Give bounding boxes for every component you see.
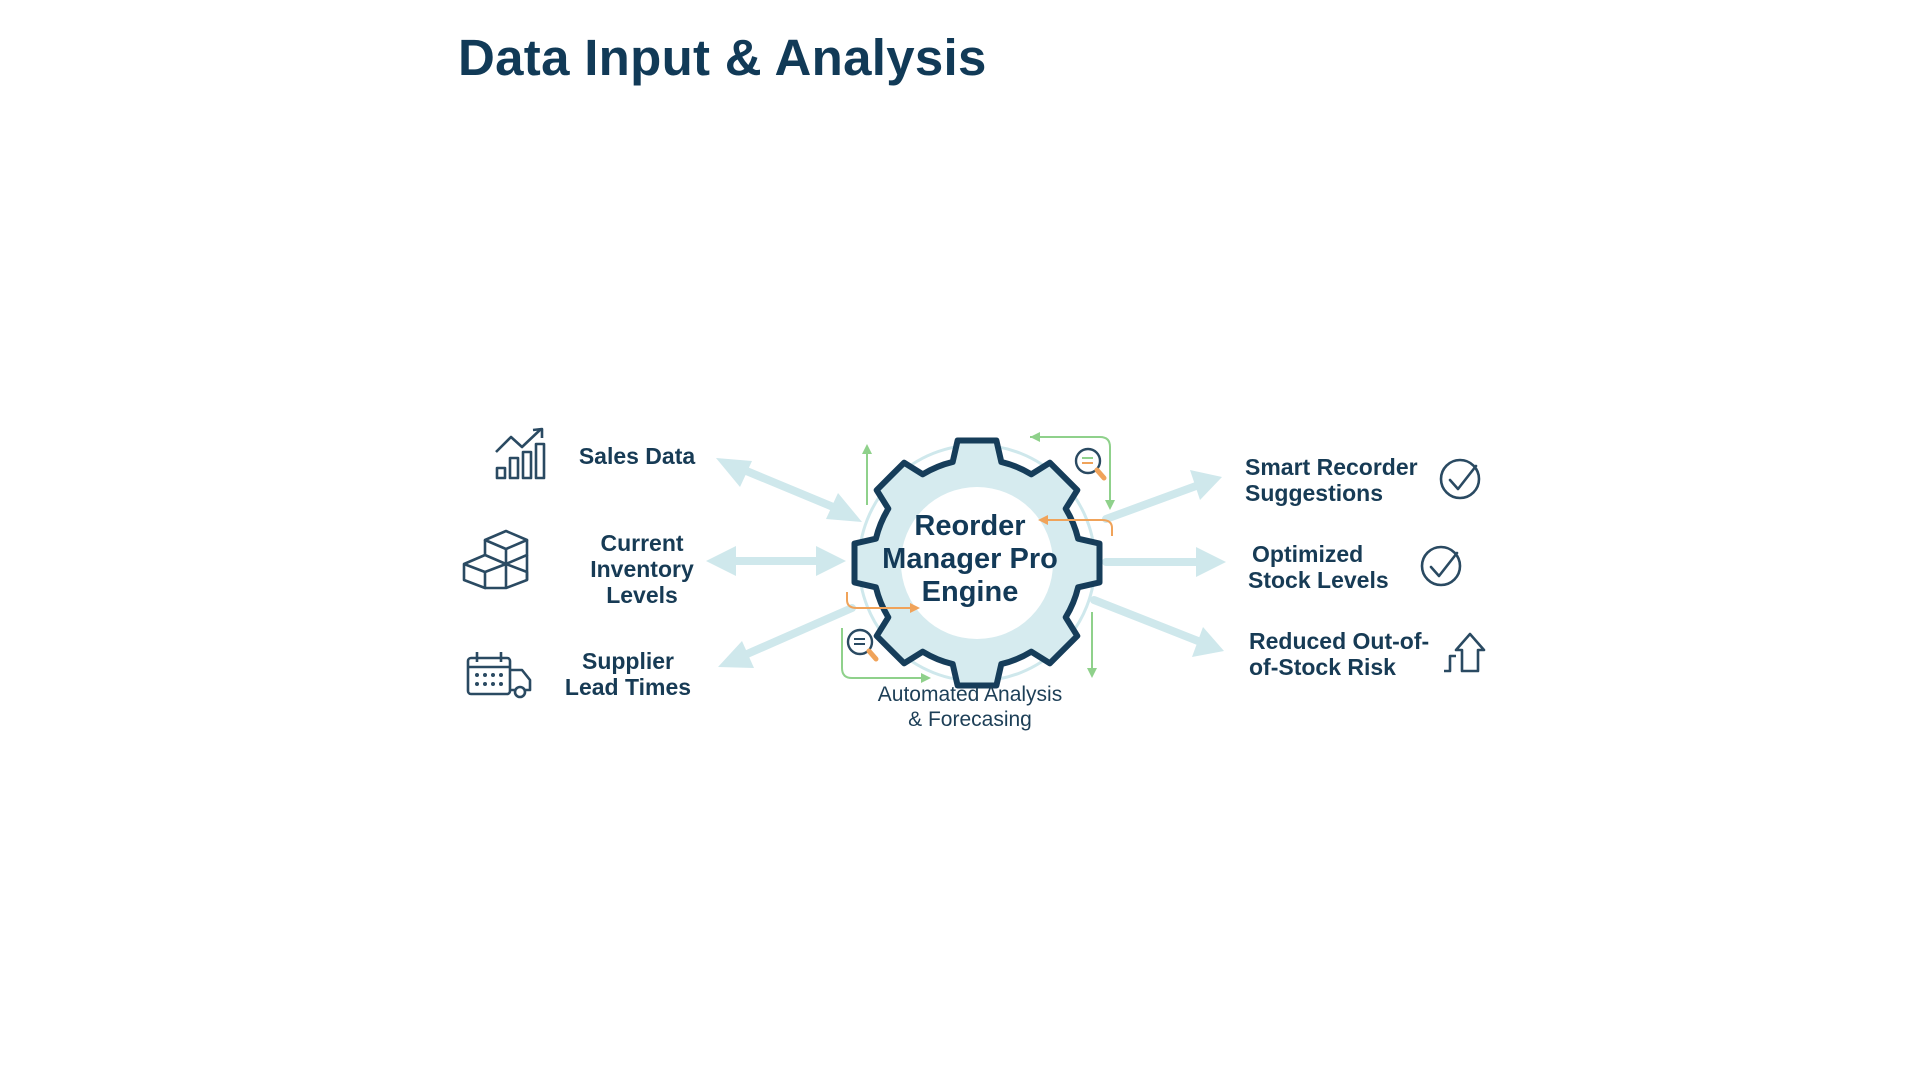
engine-gear (851, 437, 1103, 689)
input-label-sales-data: Sales Data (578, 443, 696, 469)
calendar-truck-icon (466, 652, 532, 699)
arrow-smart-suggestions (1102, 470, 1222, 523)
cycle-arrow-green-right (1087, 612, 1097, 678)
arrow-optimized-stock (1102, 547, 1226, 577)
arrow-reduced-risk (1090, 596, 1224, 657)
check-circle-icon (1439, 458, 1481, 500)
cycle-arrow-green-bottom (841, 628, 931, 683)
input-label-supplier-lead-times: Supplier Lead Times (564, 648, 692, 700)
cycle-arrow-green-top (1030, 432, 1115, 510)
output-label-reduced-risk: Reduced Out-of- of-Stock Risk (1249, 628, 1430, 680)
cycle-arrows (841, 432, 1115, 683)
magnifier-icon-bottom (846, 628, 879, 662)
bar-chart-trend-icon (495, 427, 546, 480)
output-label-smart-suggestions: Smart Recorder Suggestions (1245, 454, 1418, 506)
input-arrows (706, 458, 862, 668)
cycle-arrow-green-left (862, 444, 872, 505)
output-label-optimized-stock: Optimized Stock Levels (1248, 541, 1389, 593)
engine-label: Reorder Manager Pro Engine (882, 510, 1058, 608)
arrow-current-inventory (706, 546, 846, 576)
arrow-supplier-lead-times (718, 604, 856, 668)
cycle-arrow-orange-left (846, 592, 920, 613)
input-label-current-inventory: Current Inventory Levels (590, 530, 694, 608)
cycle-arrow-orange-right (1038, 515, 1113, 536)
boxes-stack-icon (462, 529, 529, 590)
page-title: Data Input & Analysis (458, 29, 987, 86)
arrow-sales-data (716, 458, 862, 522)
output-arrows (1090, 470, 1226, 657)
check-circle-icon (1420, 545, 1462, 587)
engine-caption: Automated Analysis & Forecasing (877, 683, 1063, 731)
magnifier-icon-top (1074, 447, 1107, 481)
arrow-up-icon (1444, 632, 1486, 673)
